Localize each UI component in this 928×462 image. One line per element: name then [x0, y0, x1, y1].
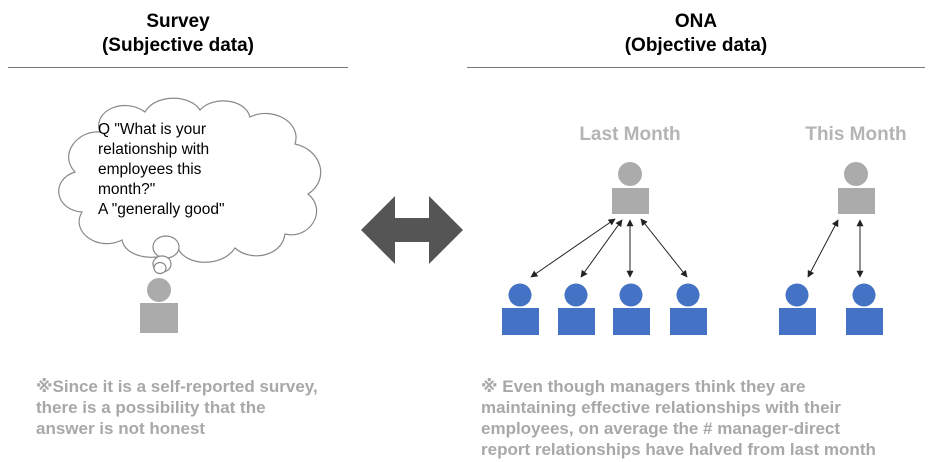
- employee-icon: [613, 283, 650, 335]
- ona-note: ※ Even though managers think they are ma…: [481, 377, 876, 459]
- survey-heading: Survey (Subjective data): [8, 10, 348, 58]
- employee-icon: [779, 283, 816, 335]
- link-arrow: [580, 219, 623, 278]
- ona-network-diagram: [502, 162, 883, 335]
- respondent-person-icon: [140, 278, 178, 333]
- employee-icon: [502, 283, 539, 335]
- ona-title: ONA: [674, 11, 718, 32]
- employee-icon: [670, 283, 707, 335]
- link-arrow: [640, 218, 688, 278]
- this-month-manager-icon: [838, 162, 875, 214]
- survey-title: Survey: [146, 11, 210, 32]
- survey-subtitle: (Subjective data): [101, 35, 255, 56]
- ona-subtitle: (Objective data): [624, 35, 768, 56]
- employee-icon: [846, 283, 883, 335]
- employee-icon: [558, 283, 595, 335]
- last-month-manager-icon: [612, 162, 649, 214]
- ona-divider: [467, 67, 925, 68]
- survey-divider: [8, 67, 348, 68]
- link-arrow: [807, 219, 839, 278]
- last-month-label: Last Month: [579, 124, 681, 145]
- survey-note: ※Since it is a self-reported survey, the…: [36, 377, 318, 438]
- this-month-label: This Month: [805, 124, 907, 145]
- survey-question-text: Q "What is your relationship with employ…: [98, 121, 225, 218]
- ona-heading: ONA (Objective data): [467, 10, 925, 58]
- thought-cloud-icon: [58, 97, 322, 275]
- double-arrow-icon: [361, 196, 463, 264]
